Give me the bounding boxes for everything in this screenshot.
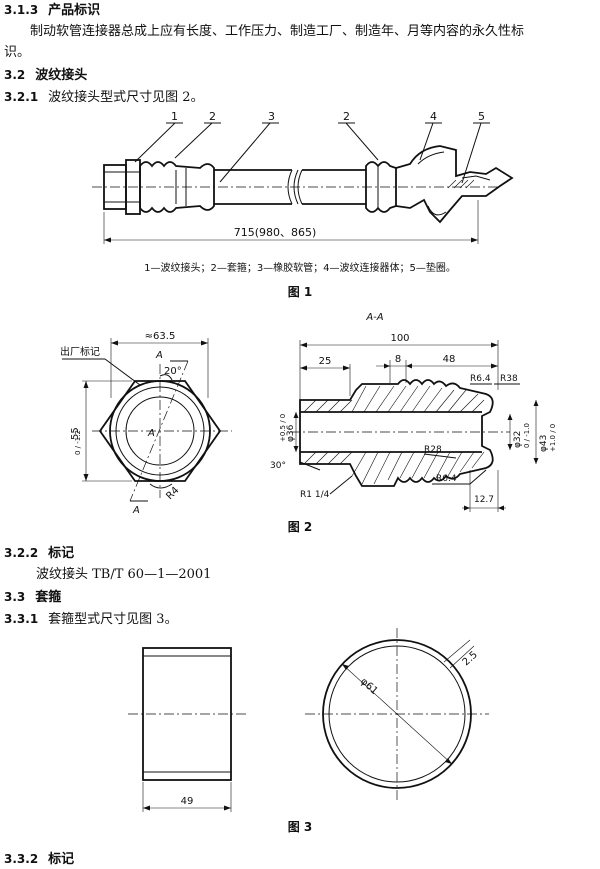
- r38-label: R38: [500, 374, 518, 384]
- callout-2b: 2: [343, 110, 350, 123]
- r6-4-top: R6.4: [470, 374, 491, 384]
- callout-2a: 2: [209, 110, 216, 123]
- dim-100: 100: [390, 333, 409, 344]
- dim-8: 8: [395, 354, 401, 365]
- angle-30-label: 30°: [270, 461, 286, 471]
- figure-2-caption: 图 2: [288, 520, 313, 534]
- phi36-tolerance: +0.5 / 0: [279, 414, 287, 442]
- dim-48: 48: [443, 354, 456, 365]
- figure-1-caption: 图 1: [288, 285, 313, 299]
- dim-55: 55: [70, 427, 81, 440]
- phi43-label: φ43: [539, 435, 549, 452]
- dim-25: 25: [319, 356, 332, 367]
- callout-4: 4: [430, 110, 437, 123]
- r6-4-bottom: R6.4: [436, 474, 457, 484]
- callout-1: 1: [171, 110, 178, 123]
- r28-label: R28: [424, 445, 442, 455]
- figure-3-caption: 图 3: [288, 820, 313, 834]
- dim-2-5: 2.5: [461, 649, 480, 668]
- r4-label: R4: [164, 485, 181, 502]
- callout-3: 3: [268, 110, 275, 123]
- marking-text: 波纹接头 TB/T 60—1—2001: [36, 567, 212, 582]
- figure-1-legend: 1—波纹接头；2—套箍；3—橡胶软管；4—波纹连接器体；5—垫圈。: [144, 261, 456, 274]
- hex-width-dim: ≈63.5: [145, 331, 176, 342]
- dim-12-7: 12.7: [474, 495, 494, 505]
- angle-20-label: 20°: [164, 366, 182, 377]
- center-mark: A: [147, 428, 155, 439]
- length-dimension: 715(980、865): [234, 226, 317, 239]
- maker-mark-label: 出厂标记: [60, 345, 100, 358]
- callout-5: 5: [478, 110, 485, 123]
- figure-2-corrugated-fitting: A-A ≈63.5 出厂标记 A A A 20° R4 55 0: [60, 312, 557, 534]
- phi43-tolerance: +1.0 / 0: [549, 424, 557, 452]
- paragraph-line-2: 识。: [4, 45, 31, 60]
- phi32-label: φ32: [513, 431, 523, 448]
- cut-mark-bottom: A: [132, 505, 140, 516]
- dim-55-tolerance: 0 / -1.2: [74, 430, 82, 455]
- cut-mark-top: A: [155, 350, 163, 361]
- section-label: A-A: [365, 312, 383, 323]
- paragraph-line-1: 制动软管连接器总成上应有长度、工作压力、制造工厂、制造年、月等内容的永久性标: [30, 24, 525, 39]
- dim-phi61: φ61: [358, 676, 380, 697]
- figure-1-hose-assembly: 1 2 3 2 4 5: [92, 110, 514, 299]
- thread-label: R1 1/4: [300, 490, 330, 500]
- phi36-label: φ36: [286, 424, 296, 442]
- dim-49: 49: [181, 796, 194, 807]
- phi32-tolerance: 0 / -1.0: [523, 423, 531, 448]
